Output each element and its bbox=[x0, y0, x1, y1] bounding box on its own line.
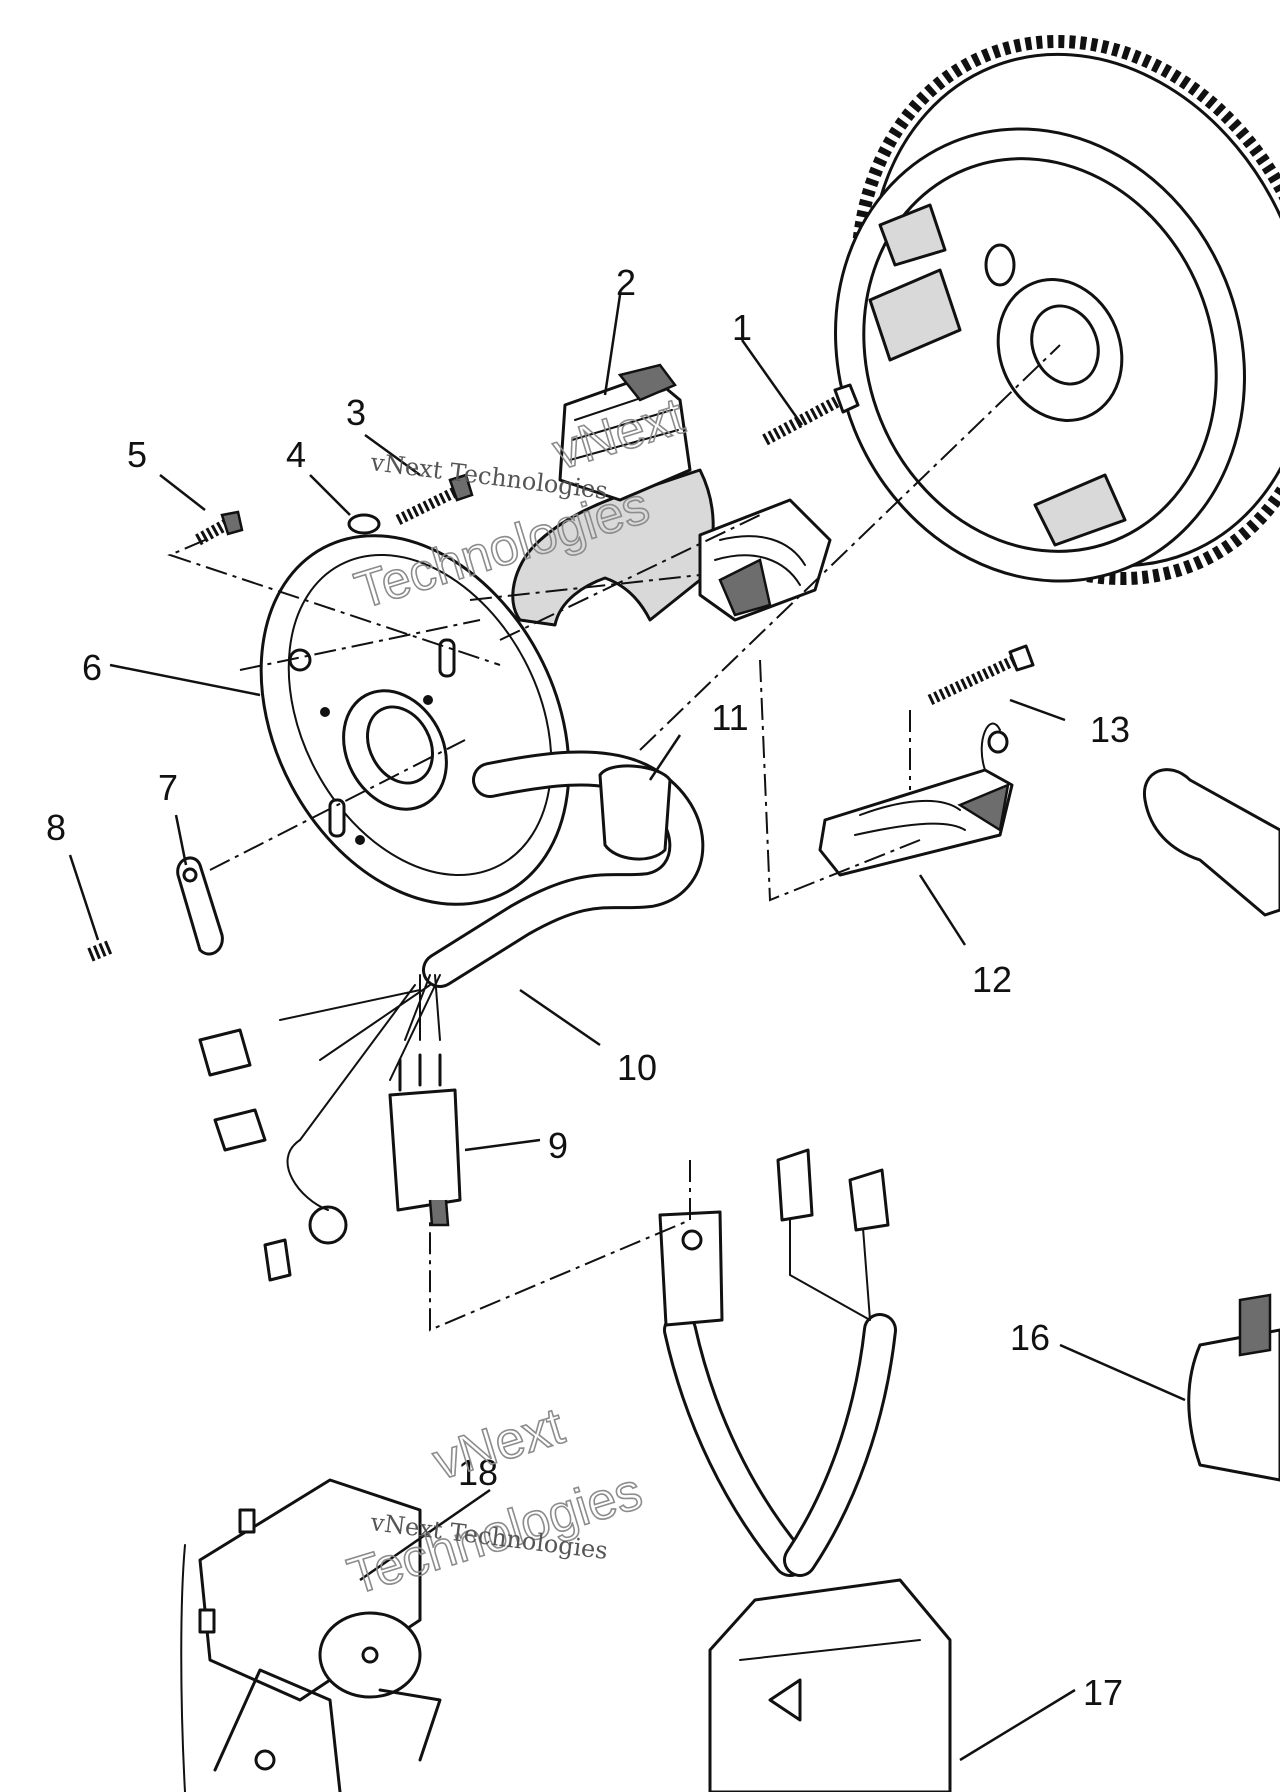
screw-5 bbox=[195, 510, 244, 546]
assembly-guide-lines bbox=[167, 344, 1061, 1332]
callout-10: 10 bbox=[617, 1047, 657, 1088]
pulser-coil-12 bbox=[818, 722, 1014, 877]
screw-8 bbox=[87, 939, 115, 962]
starter-solenoid-18 bbox=[180, 1478, 442, 1792]
callout-7: 7 bbox=[158, 767, 178, 808]
ignition-coil-16 bbox=[1187, 1293, 1280, 1482]
callout-12: 12 bbox=[972, 959, 1012, 1000]
callout-9: 9 bbox=[548, 1125, 568, 1166]
callout-18: 18 bbox=[458, 1452, 498, 1493]
callout-8: 8 bbox=[46, 807, 66, 848]
callout-11: 11 bbox=[711, 697, 748, 738]
spark-plug-cap bbox=[1143, 768, 1280, 917]
leader-lines bbox=[68, 294, 1186, 1762]
callout-6: 6 bbox=[82, 647, 102, 688]
stator-base-plate bbox=[259, 534, 571, 906]
washer-4 bbox=[347, 513, 381, 535]
callout-3: 3 bbox=[346, 392, 366, 433]
callout-5: 5 bbox=[127, 434, 147, 475]
callout-1: 1 bbox=[732, 307, 752, 348]
connector-plug-9 bbox=[388, 1053, 462, 1227]
screw-3 bbox=[395, 473, 474, 525]
callout-labels: 1 2 3 4 5 6 7 8 9 10 11 12 13 16 17 18 bbox=[46, 262, 1130, 1713]
callout-16: 16 bbox=[1010, 1317, 1050, 1358]
flywheel bbox=[834, 34, 1280, 586]
cdi-unit-17 bbox=[658, 1148, 952, 1792]
wire-harness-10 bbox=[198, 750, 705, 1282]
grommet-11 bbox=[598, 764, 672, 861]
callout-13: 13 bbox=[1090, 709, 1130, 750]
callout-2: 2 bbox=[616, 262, 636, 303]
callout-17: 17 bbox=[1083, 1672, 1123, 1713]
svg-text:vNext: vNext bbox=[427, 1397, 572, 1491]
screw-13 bbox=[927, 644, 1035, 705]
stator-assembly bbox=[511, 363, 832, 627]
callout-4: 4 bbox=[286, 434, 306, 475]
screw-1 bbox=[762, 383, 860, 446]
